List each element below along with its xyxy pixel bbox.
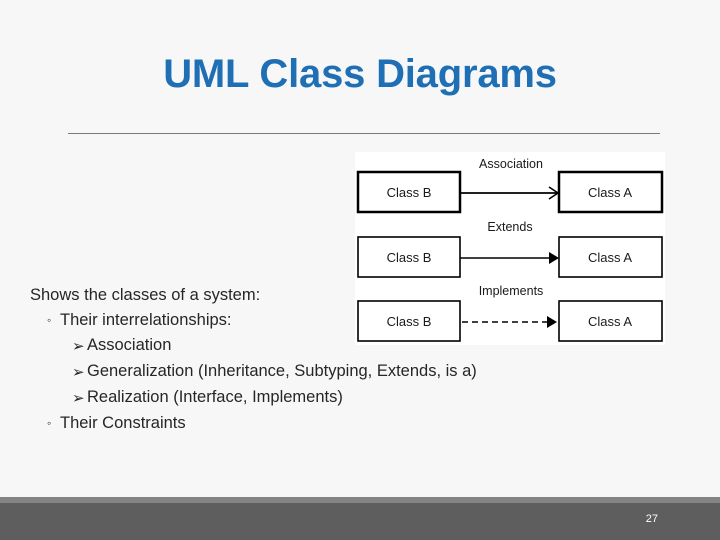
uml-row-extends: Class B Class A Extends (357, 220, 663, 278)
svg-text:Class B: Class B (387, 314, 432, 329)
svg-text:Implements: Implements (479, 284, 544, 298)
bullet-generalization-label: Generalization (Inheritance, Subtyping, … (87, 362, 477, 381)
arrow-bullet-icon: ➢ (72, 389, 85, 407)
bullet-lead: Shows the classes of a system: (30, 283, 590, 307)
footer-bar (0, 503, 720, 540)
svg-text:Class A: Class A (588, 185, 632, 200)
svg-text:Class B: Class B (387, 250, 432, 265)
body-text: Shows the classes of a system: ◦ Their in… (30, 283, 590, 436)
bullet-lead-label: Shows the classes of a system: (30, 286, 261, 304)
footer-accent-strip (0, 497, 720, 503)
uml-row-association: Class B Class A Association (356, 157, 664, 214)
bullet-constraints: ◦ Their Constraints (30, 411, 590, 435)
uml-row-implements: Class B Class A Implements (357, 284, 663, 342)
title-divider (68, 133, 660, 134)
page-title: UML Class Diagrams (163, 52, 557, 96)
svg-text:Class A: Class A (588, 250, 632, 265)
circle-bullet-icon: ◦ (47, 313, 52, 328)
bullet-interrelationships-label: Their interrelationships: (60, 311, 232, 330)
circle-bullet-icon: ◦ (47, 415, 52, 430)
arrow-bullet-icon: ➢ (72, 364, 85, 382)
bullet-association: ➢Association (30, 333, 590, 358)
svg-text:Class A: Class A (588, 314, 632, 329)
arrow-bullet-icon: ➢ (72, 338, 85, 356)
bullet-realization-label: Realization (Interface, Implements) (87, 387, 343, 406)
bullet-association-label: Association (87, 336, 172, 355)
page-number: 27 (645, 513, 658, 525)
bullet-realization: ➢Realization (Interface, Implements) (30, 385, 590, 410)
svg-text:Extends: Extends (487, 220, 532, 234)
bullet-constraints-label: Their Constraints (60, 413, 186, 432)
svg-text:Association: Association (479, 157, 543, 171)
bullet-generalization: ➢Generalization (Inheritance, Subtyping,… (30, 359, 590, 384)
svg-text:Class B: Class B (387, 185, 432, 200)
bullet-interrelationships: ◦ Their interrelationships: (30, 308, 590, 332)
uml-diagram-image: Class B Class A Association Class B Clas… (355, 152, 665, 345)
